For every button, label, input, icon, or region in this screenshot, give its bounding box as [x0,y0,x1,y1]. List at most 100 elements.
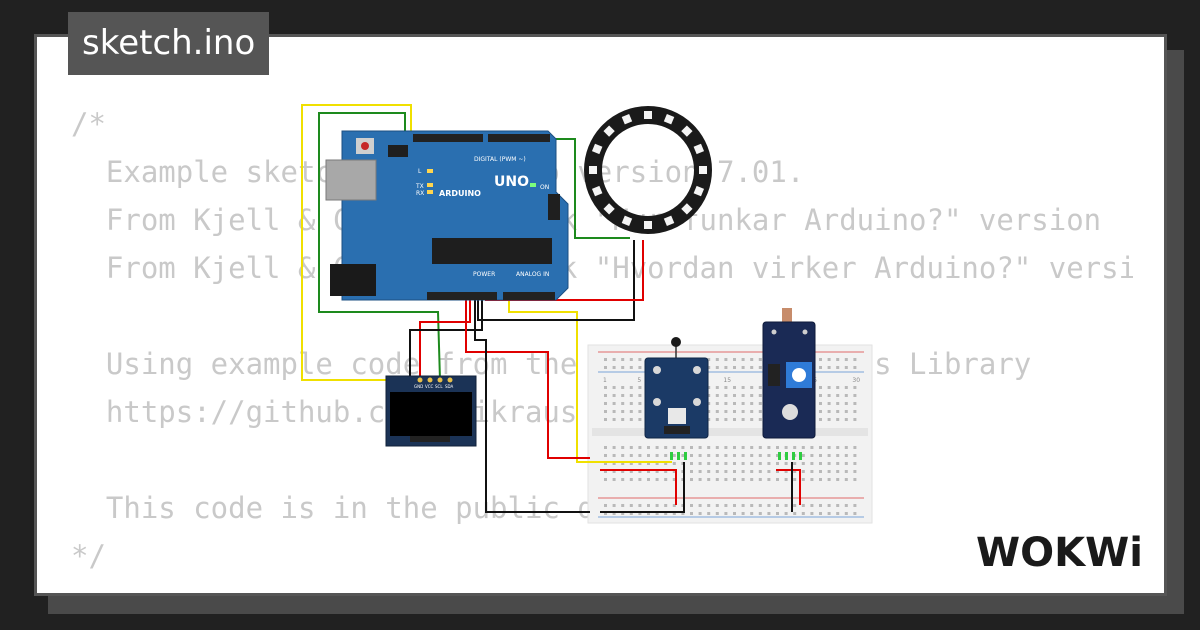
breadboard-hole [604,462,607,465]
breadboard-hole [853,358,857,361]
breadboard-hole [801,446,805,449]
breadboard-hole [819,446,822,449]
arduino-uno[interactable]: UNO ARDUINO DIGITAL (PWM ~) POWER ANALOG… [325,130,569,301]
breadboard-hole [801,504,805,507]
breadboard-hole [733,358,736,361]
breadboard-hole [681,454,685,457]
temperature-sensor[interactable] [644,337,709,460]
neopixel-ring[interactable] [584,106,712,234]
logo-text: WOKWi [976,530,1143,574]
breadboard-hole [681,478,685,481]
breadboard-hole [733,504,736,507]
breadboard-hole [853,504,857,507]
breadboard-hole [664,504,668,507]
breadboard-hole [698,446,702,449]
ring-led [589,166,597,174]
breadboard-hole [784,462,788,465]
breadboard-hole [621,386,625,389]
breadboard-hole [853,446,857,449]
breadboard-hole [629,410,633,413]
breadboard-hole [655,512,659,515]
breadboard-hole [629,478,633,481]
breadboard-hole [724,512,728,515]
breadboard-hole [741,462,745,465]
breadboard-hole [819,394,822,397]
breadboard-hole [836,462,840,465]
breadboard-hole [793,446,797,449]
breadboard-hole [690,454,693,457]
breadboard-hole [621,402,625,405]
breadboard-hole [844,512,848,515]
breadboard-hole [612,394,616,397]
breadboard-hole [776,462,779,465]
wire-black-sensor1 [600,462,685,513]
breadboard-hole [638,478,642,481]
oled-display[interactable]: GND VCC SCL SDA [385,375,477,447]
wire-red-oled [419,296,471,380]
breadboard-hole [621,366,625,369]
breadboard-hole [638,446,642,449]
breadboard-hole [784,504,788,507]
breadboard-hole [638,410,642,413]
power-label: POWER [473,271,495,278]
breadboard-hole [655,462,659,465]
breadboard-hole [836,470,840,473]
code-line: */ [71,539,106,573]
breadboard-hole [853,454,857,457]
breadboard-hole [836,394,840,397]
breadboard-hole [827,454,831,457]
breadboard-hole [690,462,693,465]
breadboard-hole [844,446,848,449]
breadboard-hole [801,512,805,515]
breadboard-hole [604,394,607,397]
breadboard-hole [621,478,625,481]
breadboard-hole [724,358,728,361]
ring-led [621,215,633,227]
breadboard-hole [750,504,754,507]
breadboard-hole [793,478,797,481]
breadboard-hole [724,504,728,507]
breadboard-hole [741,512,745,515]
breadboard-hole [672,504,676,507]
breadboard-hole [836,410,840,413]
breadboard-hole [629,504,633,507]
breadboard-hole [698,454,702,457]
breadboard-hole [655,504,659,507]
wire-green-sda [318,112,441,381]
breadboard-col-label: 5 [637,377,641,384]
breadboard-hole [715,418,719,421]
file-tab[interactable]: sketch.ino [68,12,270,75]
breadboard-hole [741,366,745,369]
light-sensor[interactable] [762,308,816,460]
breadboard-hole [604,512,607,515]
breadboard-hole [776,512,779,515]
breadboard-hole [612,454,616,457]
breadboard-hole [612,358,616,361]
breadboard-hole [733,462,736,465]
microcontroller-chip [432,238,552,264]
breadboard-hole [750,446,754,449]
breadboard-hole [604,454,607,457]
breadboard-col-label: 1 [603,377,607,384]
breadboard-hole [741,402,745,405]
ring-led [663,215,675,227]
breadboard-hole [827,418,831,421]
breadboard-hole [767,512,771,515]
breadboard-hole [776,454,779,457]
breadboard-hole [621,418,625,421]
breadboard-hole [784,512,788,515]
breadboard-hole [638,470,642,473]
breadboard-hole [724,446,728,449]
wokwi-logo: WOKWi [976,530,1143,574]
breadboard-hole [604,366,607,369]
ring-led [693,143,705,155]
breadboard-hole [819,366,822,369]
breadboard-hole [793,462,797,465]
breadboard-hole [793,470,797,473]
breadboard-hole [853,386,857,389]
ring-led [693,185,705,197]
breadboard-hole [801,454,805,457]
breadboard[interactable]: 151015202530 [587,344,873,524]
breadboard-hole [715,504,719,507]
breadboard-hole [690,446,693,449]
